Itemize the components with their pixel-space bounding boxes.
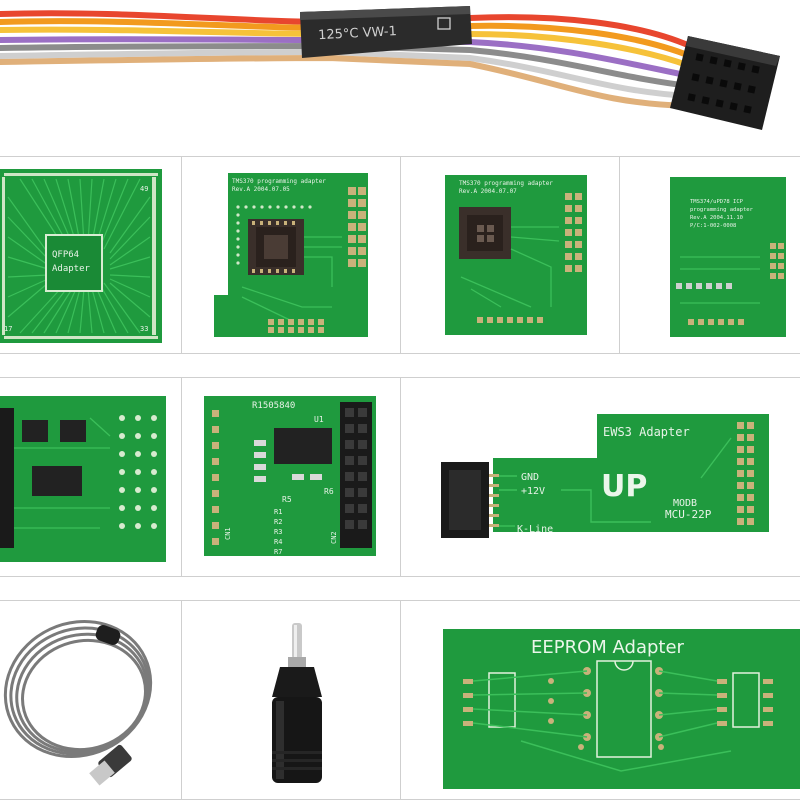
tms370-b-line2: Rev.A 2004.07.07 [459, 188, 517, 195]
cell-soic-adapter [0, 377, 182, 577]
eeprom-pads [463, 667, 773, 750]
r1505840-cn2: CN2 [330, 531, 338, 544]
tms370-a-line2: Rev.A 2004.07.05 [232, 186, 290, 193]
tms370-a-plcc-socket [248, 219, 304, 275]
idc-connector [670, 36, 780, 130]
r1505840-r4: R4 [274, 538, 282, 546]
tms374-line2: programming adapter [690, 207, 754, 213]
ews3-board [493, 414, 769, 532]
tms374-traces [680, 256, 760, 304]
eeprom-traces [472, 670, 732, 772]
soic-traces [14, 417, 111, 529]
r1505840-r1: R1 [274, 508, 282, 516]
tms374-line3: Rev.A 2004.11.10 [690, 215, 743, 221]
usb-plug [89, 744, 132, 786]
r1505840-r6: R6 [324, 487, 334, 496]
cell-tms370-adapter-a: TMS370 programming adapter Rev.A 2004.07… [181, 156, 401, 354]
cell-tms370-adapter-b: TMS370 programming adapter Rev.A 2004.07… [400, 156, 620, 354]
cell-ews3-adapter: EWS3 Adapter GND +12V UP MODB MCU-22P K-… [400, 377, 800, 577]
qfp64-footprint [45, 234, 103, 292]
tms370-a-pin-header-right [348, 187, 366, 267]
eeprom-outline-center [596, 660, 652, 758]
eeprom-title: EEPROM Adapter [531, 637, 685, 658]
soic-chip-top-left [22, 420, 86, 496]
r1505840-u1: U1 [314, 415, 324, 424]
cable-sleeve-label: 125°C VW-1 [318, 24, 397, 43]
soic-dot-grid [119, 415, 157, 529]
ews3-12v: +12V [521, 486, 545, 497]
ews3-connector [441, 462, 499, 538]
qfp64-traces [7, 178, 151, 334]
qfp64-label-line1: QFP64 [52, 250, 79, 260]
ews3-pin-header-right [737, 422, 754, 525]
tms374-pin-row-middle [676, 283, 732, 289]
cell-usb-cable [0, 600, 182, 800]
soic-left-header [0, 408, 14, 548]
ribbon-cable: 125°C VW-1 [0, 6, 780, 130]
tms374-pin-header-right [770, 243, 784, 279]
tms374-pin-row-bottom [688, 319, 744, 325]
r1505840-r5: R5 [282, 495, 292, 504]
r1505840-r3: R3 [274, 528, 282, 536]
qfp64-corner-17: 17 [4, 325, 12, 333]
r1505840-left-pins [212, 410, 219, 545]
tms370-a-dot-grid [236, 205, 312, 265]
cell-r1505840-adapter: R1505840 U1 R5 R6 R1 R2 R3 R4 R7 CN1 CN2 [181, 377, 401, 577]
cell-dc-plug [181, 600, 401, 800]
ews3-up: UP [601, 469, 647, 504]
usb-ferrite [95, 625, 121, 645]
tms370-b-pin-header-bottom [477, 317, 543, 323]
tms370-a-traces [241, 236, 342, 322]
tms374-line1: TMS374/uPD78 ICP [690, 199, 744, 205]
qfp64-label-line2: Adapter [52, 264, 91, 274]
cell-qfp64-adapter: QFP64 Adapter 49 17 33 [0, 156, 182, 354]
cell-eeprom-adapter: EEPROM Adapter [400, 600, 800, 800]
r1505840-title: R1505840 [252, 401, 295, 411]
qfp64-pad-grid [2, 173, 158, 339]
ews3-gnd: GND [521, 472, 539, 483]
cable-sleeve: 125°C VW-1 [300, 6, 472, 58]
tms370-b-line1: TMS370 programming adapter [459, 180, 553, 187]
ews3-traces [499, 437, 732, 527]
r1505840-chip-u1 [274, 428, 332, 464]
eeprom-board [443, 629, 800, 789]
r1505840-right-header [340, 402, 372, 548]
cell-tms374-icp-adapter: TMS374/uPD78 ICP programming adapter Rev… [619, 156, 800, 354]
tms370-a-line1: TMS370 programming adapter [232, 178, 326, 185]
qfp64-corner-49: 49 [140, 185, 148, 193]
tms370-b-plcc-socket [459, 207, 511, 259]
qfp64-corner-33: 33 [140, 325, 148, 333]
r1505840-resistors [254, 440, 322, 482]
r1505840-r2: R2 [274, 518, 282, 526]
tms370-a-pin-header-bottom [268, 319, 324, 333]
tms370-b-pin-header-right [565, 193, 582, 272]
ews3-modb: MODB [673, 498, 697, 509]
ews3-mcu: MCU-22P [665, 508, 712, 521]
dc-plug [272, 623, 322, 783]
r1505840-cn1: CN1 [224, 527, 232, 540]
r1505840-r7: R7 [274, 548, 282, 556]
tms370-b-traces [460, 226, 560, 308]
ews3-kline: K-Line [517, 524, 553, 535]
usb-cable-coil [3, 620, 153, 758]
tms374-line4: P/C:1-002-0008 [690, 223, 736, 229]
ews3-title: EWS3 Adapter [603, 425, 690, 439]
eeprom-outline-right [732, 672, 760, 728]
